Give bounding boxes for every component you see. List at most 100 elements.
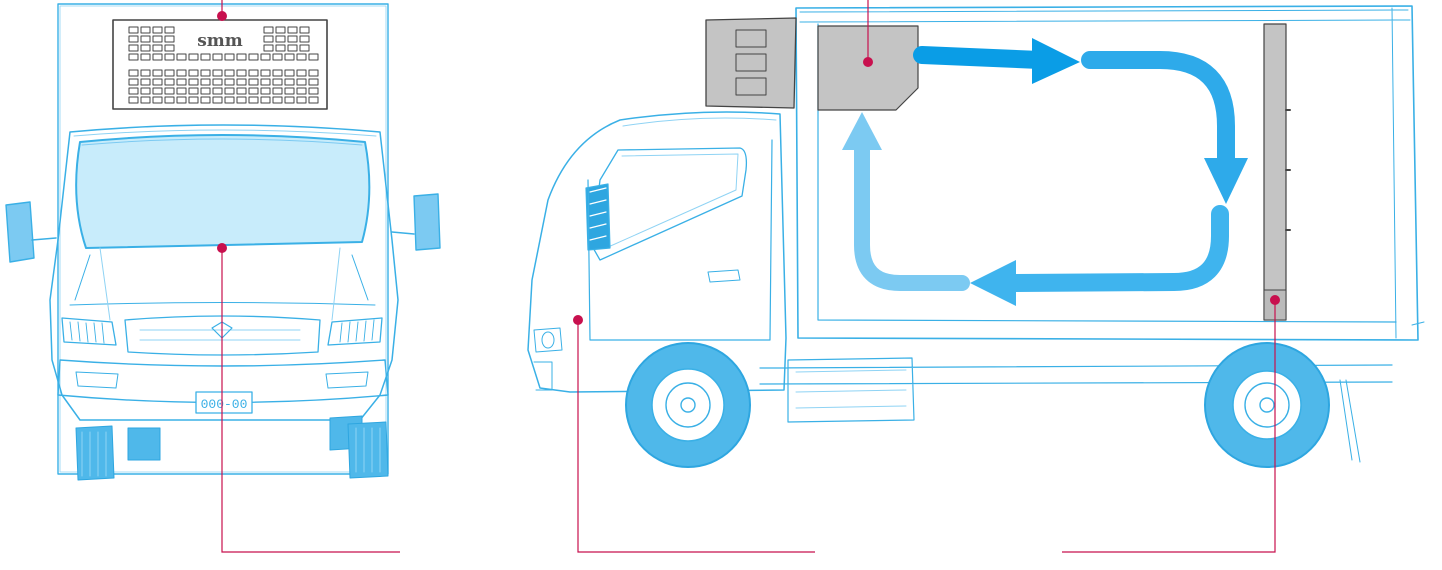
- panel-grid-cell: [140, 87, 151, 95]
- panel-grid-cell: [152, 35, 163, 43]
- panel-grid-cell: [128, 35, 139, 43]
- panel-grid-cell: [248, 96, 259, 104]
- airflow-arrow-top: [913, 46, 1049, 69]
- callout-dot-icon: [863, 57, 873, 67]
- panel-grid-cell: [272, 53, 283, 61]
- panel-grid-cell: [263, 26, 274, 34]
- panel-grid-cell: [224, 69, 235, 77]
- side-cab-body: [527, 111, 787, 393]
- callout-front-panel: [217, 0, 227, 21]
- panel-grid-cell: [128, 44, 139, 52]
- panel-grid-cell: [212, 78, 223, 86]
- truck-side-view: [527, 5, 1425, 468]
- windshield: [75, 134, 371, 249]
- license-plate-text: 000-00: [201, 397, 248, 412]
- panel-grid-cell: [176, 53, 187, 61]
- panel-grid-cell: [260, 87, 271, 95]
- evaporator-unit: [817, 25, 919, 111]
- panel-grid-cell: [263, 44, 274, 52]
- panel-grid-cell: [176, 69, 187, 77]
- panel-grid-cell: [140, 78, 151, 86]
- panel-grid-cell: [128, 78, 139, 86]
- panel-grid-cell: [140, 53, 151, 61]
- callout-rear-door: [1062, 295, 1280, 553]
- panel-grid-cell: [260, 53, 271, 61]
- condenser-unit: [705, 17, 797, 109]
- rear-door: [1263, 23, 1291, 321]
- panel-grid-cell: [275, 35, 286, 43]
- panel-grid-cell: [128, 96, 139, 104]
- panel-grid-cell: [248, 78, 259, 86]
- panel-grid-cell: [248, 87, 259, 95]
- panel-grid-cell: [212, 96, 223, 104]
- panel-grid-cell: [164, 87, 175, 95]
- panel-grid-cell: [152, 44, 163, 52]
- cab-door: [587, 139, 773, 341]
- panel-grid-cell: [128, 87, 139, 95]
- side-cargo-box: [795, 5, 1419, 341]
- panel-grid-cell: [224, 78, 235, 86]
- panel-grid-cell: [284, 53, 295, 61]
- panel-grid-cell: [152, 87, 163, 95]
- panel-grid-cell: [287, 44, 298, 52]
- panel-grid-cell: [308, 53, 319, 61]
- panel-brand-text: smm: [197, 31, 243, 51]
- callout-windshield: [217, 243, 400, 553]
- panel-grid-cell: [224, 53, 235, 61]
- headlight-left: [61, 317, 117, 346]
- front-cab-body: [49, 124, 399, 421]
- panel-grid-cell: [236, 87, 247, 95]
- rear-wheel: [1204, 342, 1330, 468]
- panel-grid-cell: [296, 69, 307, 77]
- panel-grid-cell: [140, 26, 151, 34]
- panel-grid-cell: [164, 26, 175, 34]
- panel-grid-cell: [308, 69, 319, 77]
- panel-grid-cell: [284, 96, 295, 104]
- panel-grid-cell: [263, 35, 274, 43]
- panel-grid-cell: [236, 96, 247, 104]
- panel-grid-cell: [164, 69, 175, 77]
- panel-grid-cell: [248, 53, 259, 61]
- panel-grid-cell: [236, 53, 247, 61]
- panel-grid-cell: [152, 26, 163, 34]
- panel-grid-cell: [260, 78, 271, 86]
- panel-grid-cell: [128, 69, 139, 77]
- panel-grid-cell: [284, 78, 295, 86]
- panel-grid-cell: [188, 96, 199, 104]
- panel-grid-cell: [188, 53, 199, 61]
- panel-grid-cell: [176, 87, 187, 95]
- panel-grid-cell: [164, 44, 175, 52]
- panel-grid-cell: [287, 26, 298, 34]
- panel-grid-cell: [272, 69, 283, 77]
- side-window: [591, 147, 748, 261]
- panel-grid-cell: [164, 53, 175, 61]
- front-tires: [75, 415, 389, 481]
- panel-grid-cell: [308, 96, 319, 104]
- panel-grid-cell: [287, 35, 298, 43]
- panel-grid-cell: [296, 78, 307, 86]
- panel-grid-cell: [200, 53, 211, 61]
- truck-front-view: smm 000-00: [5, 3, 441, 481]
- front-bumper: [57, 359, 389, 404]
- airflow-arrow-bottom: [1001, 205, 1229, 292]
- callout-dot-icon: [217, 11, 227, 21]
- panel-grid-cell: [176, 96, 187, 104]
- panel-grid-cell: [200, 78, 211, 86]
- panel-grid-cell: [140, 35, 151, 43]
- front-display-panel: smm: [112, 19, 328, 110]
- panel-grid-cell: [299, 44, 310, 52]
- mirror-right: [391, 193, 441, 251]
- front-grille: [124, 315, 321, 356]
- panel-grid-cell: [188, 69, 199, 77]
- panel-grid-cell: [200, 87, 211, 95]
- panel-grid-cell: [275, 26, 286, 34]
- panel-grid-cell: [296, 96, 307, 104]
- panel-grid-cell: [152, 78, 163, 86]
- panel-grid-cell: [152, 96, 163, 104]
- front-wheel: [625, 342, 751, 468]
- panel-grid-cell: [224, 96, 235, 104]
- panel-grid-cell: [284, 87, 295, 95]
- panel-grid-cell: [260, 69, 271, 77]
- panel-grid-cell: [236, 78, 247, 86]
